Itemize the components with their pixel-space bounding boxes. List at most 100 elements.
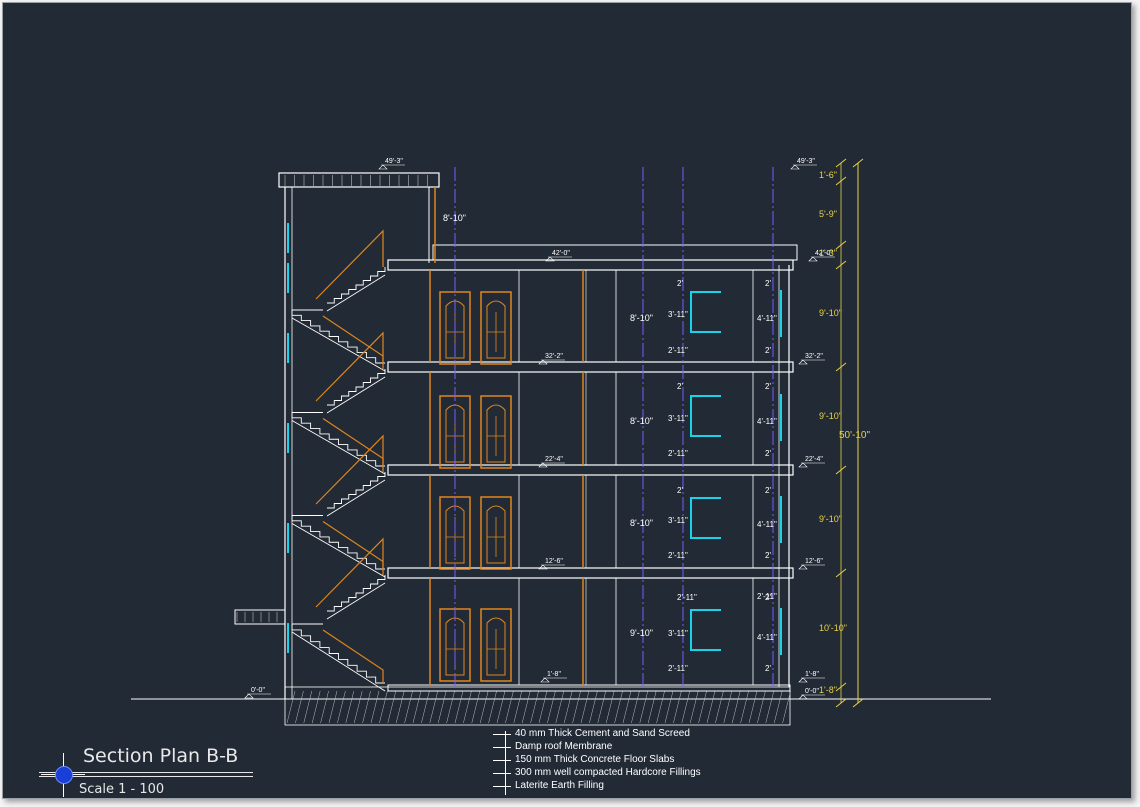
foundation-hatch xyxy=(681,690,691,724)
level-label: 22'-4" xyxy=(545,456,563,463)
handrail xyxy=(315,229,384,300)
note-membrane: Damp roof Membrane xyxy=(515,741,613,752)
staircase xyxy=(291,229,386,692)
foundation-hatch xyxy=(454,690,464,724)
level-marker xyxy=(798,462,825,468)
foundation-hatch xyxy=(673,690,682,724)
door-panel xyxy=(486,505,506,564)
dim-tick xyxy=(835,465,847,475)
level-marker xyxy=(540,677,567,683)
level-label: 42'-0" xyxy=(815,250,833,257)
level-label: 49'-3" xyxy=(797,158,815,165)
foundation-hatch xyxy=(446,690,455,724)
stair-flight xyxy=(291,310,385,364)
door-panel xyxy=(486,300,506,359)
window-head-dim: 2' xyxy=(677,382,683,391)
side-window-dim: 4'-11" xyxy=(757,314,777,323)
foundation-hatch xyxy=(723,690,733,724)
door-panel xyxy=(445,617,465,676)
level-label: 1'-8" xyxy=(547,671,561,678)
stair-soffit xyxy=(291,631,386,692)
leader-tick xyxy=(493,786,511,787)
foundation-hatch xyxy=(589,690,598,724)
stair-soffit xyxy=(326,274,386,312)
entrance-canopy xyxy=(234,609,286,625)
dim-tick xyxy=(835,176,847,186)
foundation-hatch xyxy=(387,690,397,724)
foundation-hatch xyxy=(521,690,531,724)
level-marker xyxy=(790,164,817,170)
stair-soffit xyxy=(326,479,386,517)
title-underline xyxy=(39,776,253,777)
foundation-hatch xyxy=(597,690,607,724)
leader-line xyxy=(505,731,506,795)
stair-soffit xyxy=(291,420,386,475)
level-label: 0'-0" xyxy=(251,687,265,694)
level-label: 42'-0" xyxy=(552,250,570,257)
foundation-hatch xyxy=(530,690,539,724)
stair-soffit xyxy=(291,523,386,578)
stair-flight xyxy=(327,575,386,612)
stair-soffit xyxy=(291,317,386,372)
foundation-hatch xyxy=(572,690,581,724)
foundation-hatch xyxy=(757,690,766,724)
stair-soffit xyxy=(326,376,386,414)
level-marker xyxy=(538,564,565,570)
level-label: 1'-8" xyxy=(805,671,819,678)
door-leaf xyxy=(439,291,471,365)
handrail xyxy=(322,418,384,466)
foundation-hatch xyxy=(370,690,380,724)
side-window-head-dim: 2' xyxy=(765,382,771,391)
foundation-hatch xyxy=(437,690,447,724)
window-sill-dim: 2'-11" xyxy=(668,664,688,673)
height-dim-label: 10'-10" xyxy=(819,623,847,633)
title-underline xyxy=(39,772,253,773)
level-label: 49'-3" xyxy=(385,158,403,165)
floor-slab xyxy=(387,567,794,579)
overall-height-label: 50'-10" xyxy=(839,430,870,441)
floor-construction-notes: 40 mm Thick Cement and Sand Screed Damp … xyxy=(493,727,753,799)
side-window-head-dim: 2' xyxy=(765,593,771,602)
foundation-hatch xyxy=(547,690,556,724)
drawing-title: Section Plan B-B xyxy=(83,745,239,767)
drawing-scale: Scale 1 - 100 xyxy=(79,782,165,797)
note-hardcore: 300 mm well compacted Hardcore Fillings xyxy=(515,767,701,778)
dim-tick xyxy=(852,158,864,168)
door-panel xyxy=(445,505,465,564)
ucs-icon[interactable] xyxy=(55,766,73,784)
floor-height-label: 8'-10" xyxy=(630,518,653,528)
window-head-dim: 2' xyxy=(677,279,683,288)
level-marker xyxy=(798,359,825,365)
window-sill-dim: 2'-11" xyxy=(668,346,688,355)
foundation-hatch xyxy=(295,690,304,724)
foundation-hatch xyxy=(656,690,665,724)
stair-flight xyxy=(327,472,386,509)
foundation-hatch xyxy=(538,690,548,724)
side-window-dim: 4'-11" xyxy=(757,417,777,426)
window-opening xyxy=(690,395,721,437)
foundation-hatch xyxy=(286,690,296,724)
level-marker xyxy=(808,256,835,262)
level-label: 22'-4" xyxy=(805,456,823,463)
level-label: 0'-0" xyxy=(805,688,819,695)
window-height-dim: 3'-11" xyxy=(668,310,688,319)
foundation-hatch xyxy=(664,690,674,724)
floor-height-label: 8'-10" xyxy=(630,416,653,426)
foundation-hatch xyxy=(337,690,346,724)
foundation-hatch xyxy=(353,690,363,724)
doors xyxy=(439,291,512,682)
foundation-hatch xyxy=(773,690,783,724)
building-structure xyxy=(131,172,991,726)
dim-tick xyxy=(852,698,864,708)
handrail xyxy=(322,521,384,569)
level-label: 12'-6" xyxy=(805,558,823,565)
handrail xyxy=(315,331,384,402)
dim-tick xyxy=(835,698,847,708)
side-window-head-dim: 2'-11" xyxy=(757,592,777,601)
level-label: 32'-2" xyxy=(545,353,563,360)
foundation-hatch xyxy=(563,690,573,724)
foundation-hatch xyxy=(345,690,355,724)
foundation-hatch xyxy=(689,690,699,724)
height-dim-label: 9'-10" xyxy=(819,308,842,318)
note-screed: 40 mm Thick Cement and Sand Screed xyxy=(515,728,690,739)
